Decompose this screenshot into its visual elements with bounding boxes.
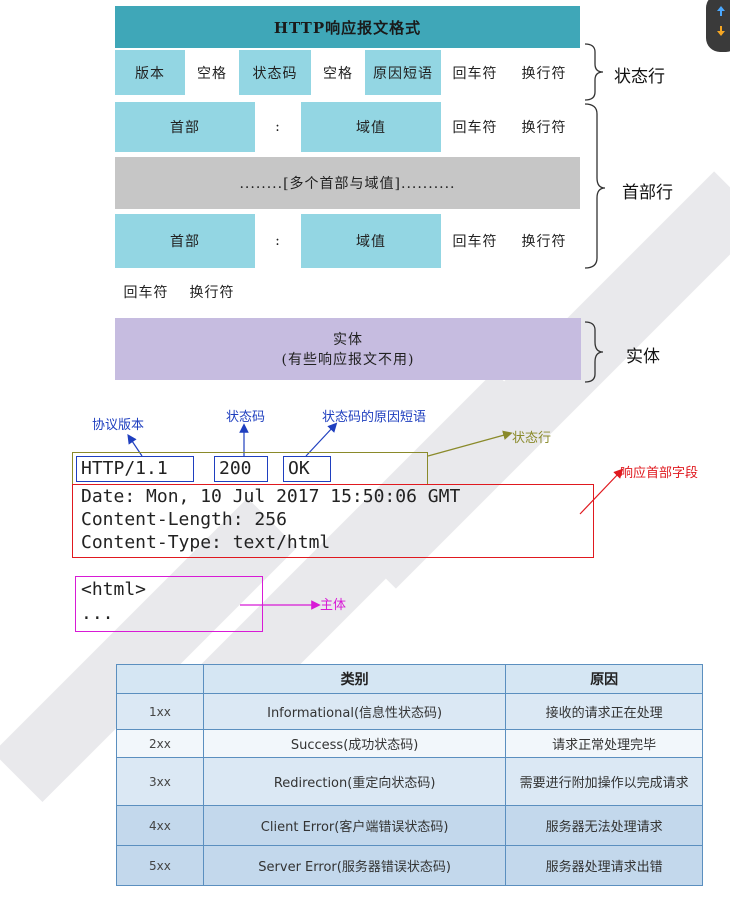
status-code-cell: 状态码 [239, 50, 311, 95]
body-box [75, 576, 263, 632]
annotation-response-headers: 响应首部字段 [620, 466, 699, 481]
table-cell: 4xx [116, 805, 204, 846]
header-value-cell: 域值 [301, 214, 441, 268]
header-colon-cell: : [257, 214, 299, 268]
table-row: 2xx Success(成功状态码) 请求正常处理完毕 [116, 729, 703, 758]
status-phrase-cell: 原因短语 [365, 50, 441, 95]
table-cell: 服务器无法处理请求 [505, 805, 703, 846]
status-version-text: HTTP/1.1 [81, 458, 168, 479]
body-line-ellipsis: ... [81, 603, 114, 624]
annotation-status-code: 状态码 [226, 410, 266, 425]
header-line-content-type: Content-Type: text/html [81, 532, 331, 553]
brace-lines [585, 43, 606, 383]
table-header-cell: 类别 [202, 664, 507, 694]
table-header-cell: 原因 [505, 664, 703, 694]
table-cell: 1xx [116, 693, 204, 730]
annotation-protocol-version: 协议版本 [92, 418, 145, 433]
table-header-row: 类别 原因 [116, 664, 703, 694]
blank-cr-cell: 回车符 [115, 270, 177, 314]
table-cell: 服务器处理请求出错 [505, 845, 703, 886]
status-space-cell: 空格 [187, 50, 237, 95]
more-headers-row: ........[多个首部与域值].......... [115, 157, 580, 209]
table-cell: 5xx [116, 845, 204, 886]
table-row: 4xx Client Error(客户端错误状态码) 服务器无法处理请求 [116, 805, 703, 846]
body-line-html: <html> [81, 579, 147, 600]
brace-label-header-lines: 首部行 [622, 183, 673, 203]
header-colon-cell: : [257, 102, 299, 152]
table-row: 5xx Server Error(服务器错误状态码) 服务器处理请求出错 [116, 845, 703, 886]
header-name-cell: 首部 [115, 102, 255, 152]
entity-label: 实体 [333, 332, 363, 348]
annotation-arrows [127, 422, 624, 610]
scroll-arrows-icon[interactable] [706, 0, 730, 52]
header-line-content-length: Content-Length: 256 [81, 509, 287, 530]
blank-lf-cell: 换行符 [179, 270, 245, 314]
diagram-title: HTTP响应报文格式 [115, 6, 580, 48]
annotation-reason-phrase: 状态码的原因短语 [322, 410, 427, 425]
status-space-cell: 空格 [313, 50, 363, 95]
brace-label-entity: 实体 [626, 347, 660, 367]
brace-label-status-line: 状态行 [614, 67, 665, 87]
status-phrase-text: OK [288, 458, 310, 479]
response-format-diagram: HTTP响应报文格式 版本 空格 状态码 空格 原因短语 回车符 换行符 首部 … [0, 0, 730, 400]
table-row: 3xx Redirection(重定向状态码) 需要进行附加操作以完成请求 [116, 757, 703, 806]
status-code-text: 200 [219, 458, 252, 479]
entity-body-cell: 实体 (有些响应报文不用) [115, 318, 581, 380]
table-cell: 2xx [116, 729, 204, 758]
status-lf-cell: 换行符 [509, 50, 579, 95]
table-cell: 请求正常处理完毕 [505, 729, 703, 758]
header-name-cell: 首部 [115, 214, 255, 268]
table-cell: 接收的请求正在处理 [505, 693, 703, 730]
version-box [76, 456, 194, 482]
header-line-date: Date: Mon, 10 Jul 2017 15:50:06 GMT [81, 486, 461, 507]
table-header-cell [116, 664, 204, 694]
table-cell: Success(成功状态码) [202, 729, 507, 758]
header-value-cell: 域值 [301, 102, 441, 152]
headers-box [72, 484, 594, 558]
table-cell: 需要进行附加操作以完成请求 [505, 757, 703, 806]
annotation-status-line: 状态行 [512, 431, 552, 446]
code-box [214, 456, 268, 482]
header-lf-cell: 换行符 [509, 214, 579, 268]
table-cell: Redirection(重定向状态码) [202, 757, 507, 806]
entity-note: (有些响应报文不用) [281, 352, 415, 368]
status-cr-cell: 回车符 [443, 50, 507, 95]
header-lf-cell: 换行符 [509, 102, 579, 152]
table-cell: 3xx [116, 757, 204, 806]
table-cell: Client Error(客户端错误状态码) [202, 805, 507, 846]
table-cell: Informational(信息性状态码) [202, 693, 507, 730]
phrase-box [283, 456, 331, 482]
table-cell: Server Error(服务器错误状态码) [202, 845, 507, 886]
annotation-body: 主体 [320, 598, 347, 613]
header-cr-cell: 回车符 [443, 214, 507, 268]
status-version-cell: 版本 [115, 50, 185, 95]
table-row: 1xx Informational(信息性状态码) 接收的请求正在处理 [116, 693, 703, 730]
header-cr-cell: 回车符 [443, 102, 507, 152]
status-code-table: 类别 原因 1xx Informational(信息性状态码) 接收的请求正在处… [116, 664, 703, 886]
